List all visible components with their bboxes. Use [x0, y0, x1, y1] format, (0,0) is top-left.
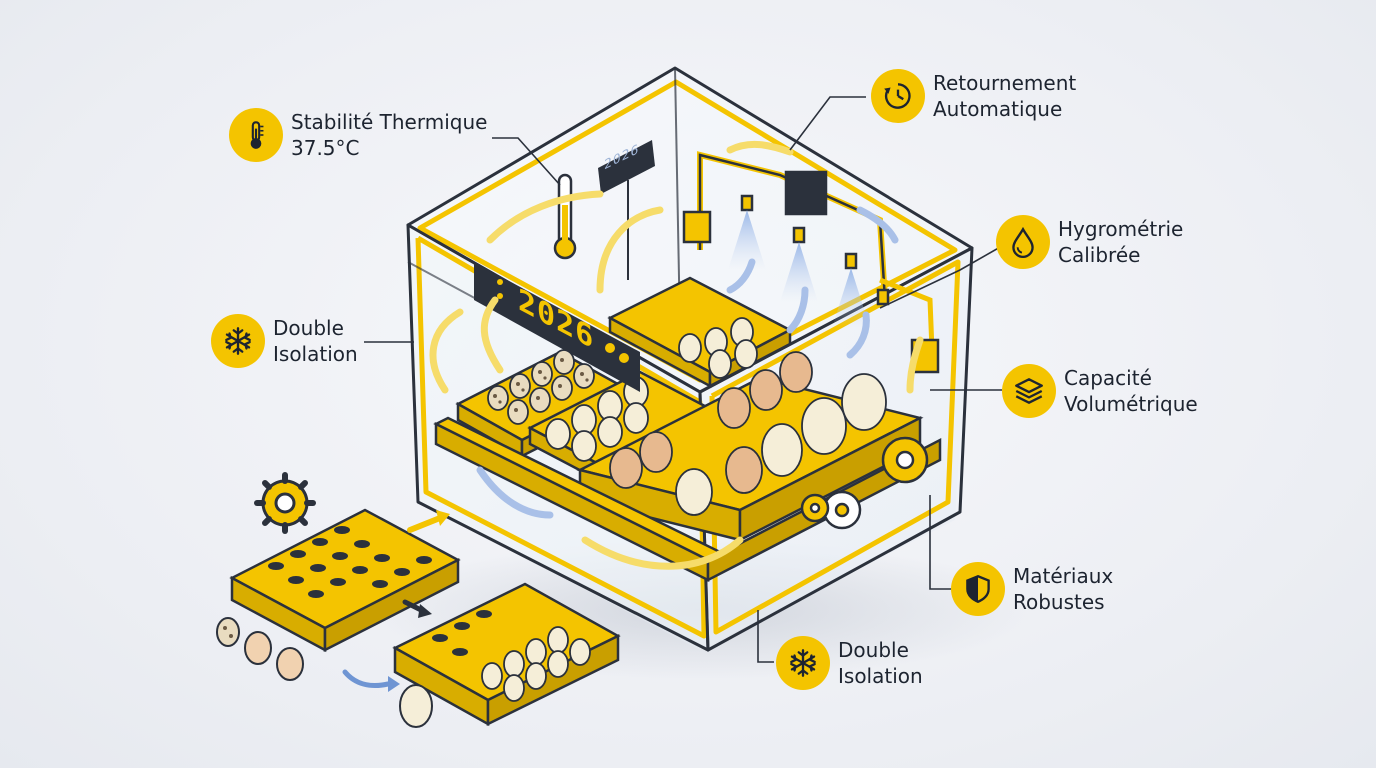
- thermometer-icon: [229, 108, 283, 162]
- callout-materials-line2: Robustes: [1013, 590, 1105, 614]
- outside-tray-front: [392, 582, 621, 727]
- callout-thermal-line2: 37.5°C: [291, 136, 360, 160]
- layers-icon: [1002, 364, 1056, 418]
- snowflake-icon: [776, 636, 830, 690]
- callout-capacity-line2: Volumétrique: [1064, 392, 1198, 416]
- callout-humidity-line2: Calibrée: [1058, 243, 1141, 267]
- clock-icon: [871, 69, 925, 123]
- callout-humidity-line1: Hygrométrie: [1058, 217, 1184, 241]
- airflow-arrows: [429, 140, 924, 570]
- leader-lines: [364, 96, 1003, 663]
- callout-insulation-bottom-line2: Isolation: [838, 664, 923, 688]
- top-display: [598, 140, 655, 280]
- eggs-inside: [487, 317, 887, 516]
- callout-capacity-line1: Capacité: [1064, 366, 1152, 390]
- turning-gears: [800, 436, 929, 530]
- process-arrows: [342, 510, 450, 692]
- internal-thermometer: [553, 173, 577, 260]
- front-control-panel: [474, 262, 640, 392]
- snowflake-icon: [211, 314, 265, 368]
- outside-eggs: [216, 617, 433, 728]
- callout-materials-line1: Matériaux: [1013, 564, 1114, 588]
- callout-turning-line1: Retournement: [933, 71, 1077, 95]
- callout-turning-line2: Automatique: [933, 97, 1063, 121]
- water-drop-icon: [996, 215, 1050, 269]
- callout-insulation-left-line2: Isolation: [273, 342, 358, 366]
- outside-tray-back: [229, 508, 461, 653]
- outside-gear: [254, 472, 316, 534]
- mist-sprays: [728, 210, 870, 328]
- callout-thermal-line1: Stabilité Thermique: [291, 110, 488, 134]
- callout-insulation-left-line1: Double: [273, 316, 344, 340]
- shield-icon: [951, 562, 1005, 616]
- humidity-system: [682, 151, 940, 374]
- callout-insulation-bottom-line1: Double: [838, 638, 909, 662]
